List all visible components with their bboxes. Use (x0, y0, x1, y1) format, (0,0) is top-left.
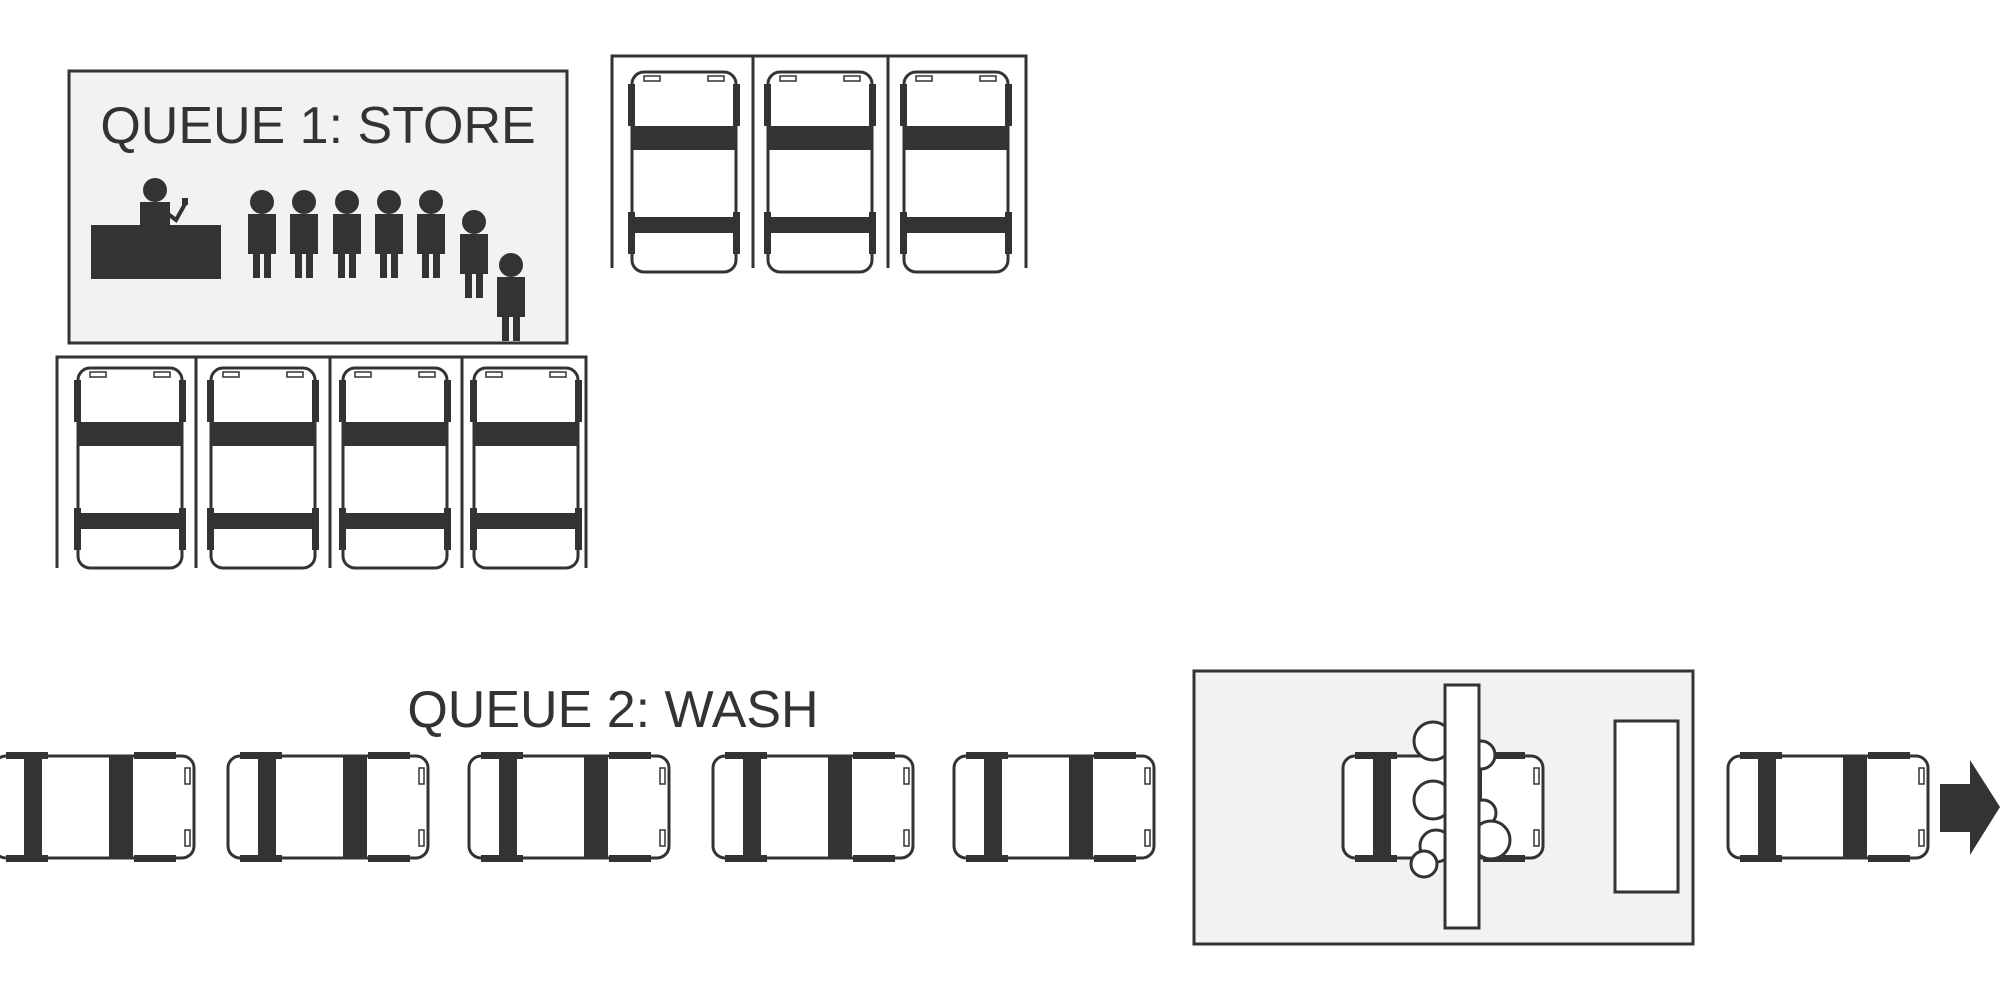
parked-car (468, 366, 584, 570)
exited-car (1726, 750, 1930, 864)
store-panel: QUEUE 1: STORE (67, 69, 569, 345)
parking-bottom (55, 355, 588, 570)
parked-car (898, 70, 1014, 274)
wash-queue (0, 750, 1156, 864)
waiting-car (467, 750, 671, 864)
wash-dryer (1613, 719, 1680, 894)
waiting-car (226, 750, 430, 864)
store-counter (91, 225, 221, 279)
waiting-car (711, 750, 915, 864)
waiting-car (952, 750, 1156, 864)
wash-brush (1443, 683, 1481, 930)
parked-car (205, 366, 321, 570)
parking-top (610, 54, 1028, 274)
store-title: QUEUE 1: STORE (100, 97, 535, 155)
wash-title: QUEUE 2: WASH (407, 681, 818, 739)
parked-car (72, 366, 188, 570)
parked-car (337, 366, 453, 570)
parked-car (626, 70, 742, 274)
parked-car (762, 70, 878, 274)
waiting-car (0, 750, 196, 864)
arrow-right-icon (1940, 760, 2000, 855)
wash-bay (1192, 669, 1695, 946)
